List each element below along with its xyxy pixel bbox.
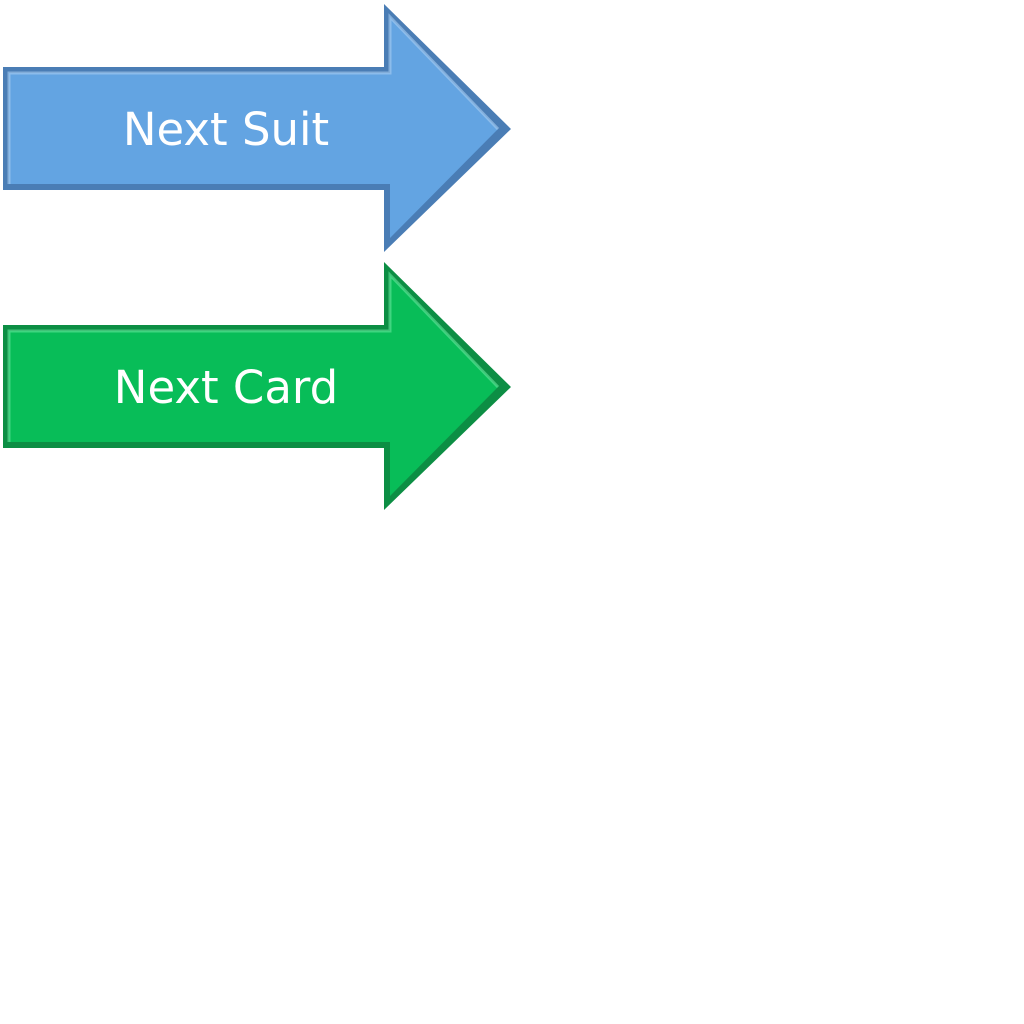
right-arrow-icon [3, 4, 511, 252]
next-suit-button[interactable]: Next Suit [0, 0, 512, 252]
next-card-button[interactable]: Next Card [0, 258, 512, 510]
right-arrow-icon [3, 262, 511, 510]
